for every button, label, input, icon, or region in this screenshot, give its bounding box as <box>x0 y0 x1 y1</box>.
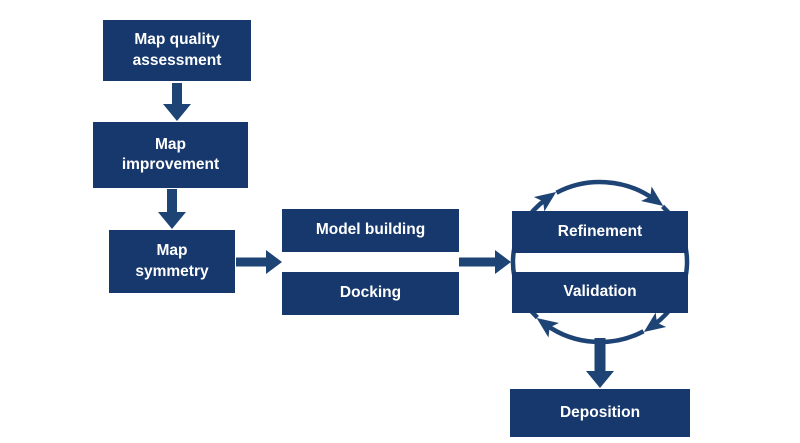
node-map-symmetry: Map symmetry <box>109 230 235 293</box>
cycle-circle <box>510 179 690 345</box>
arrow-symmetry-to-modelbuilding <box>236 250 282 274</box>
cycle-arc-bottom <box>545 323 645 345</box>
node-label: Refinement <box>557 222 643 240</box>
node-label: Map quality assessment <box>132 31 222 69</box>
node-map-improvement: Map improvement <box>93 122 248 188</box>
node-model-building: Model building <box>282 209 459 252</box>
cycle-arrowhead-bottom-right <box>643 312 667 333</box>
cycle-arrowhead-top-right <box>641 186 664 207</box>
arrow-improvement-to-symmetry <box>158 189 186 229</box>
node-map-quality-assessment: Map quality assessment <box>103 20 251 81</box>
arrow-modelbuilding-to-refinement <box>459 250 511 274</box>
arrow-cycle-to-deposition <box>586 338 614 388</box>
node-label: Deposition <box>559 403 641 421</box>
node-refinement: Refinement <box>512 211 688 253</box>
cycle-arc-top <box>555 179 655 201</box>
cycle-arrowhead-top-left <box>533 191 557 212</box>
cycle-arrowhead-bottom-left <box>536 317 559 338</box>
node-docking: Docking <box>282 272 459 315</box>
node-label: Map improvement <box>121 135 220 173</box>
node-label: Map symmetry <box>135 242 209 280</box>
arrow-quality-to-improvement <box>163 83 191 121</box>
node-label: Validation <box>563 283 637 301</box>
node-label: Model building <box>315 221 426 239</box>
node-deposition: Deposition <box>510 389 690 437</box>
node-validation: Validation <box>512 272 688 313</box>
node-label: Docking <box>339 284 402 302</box>
